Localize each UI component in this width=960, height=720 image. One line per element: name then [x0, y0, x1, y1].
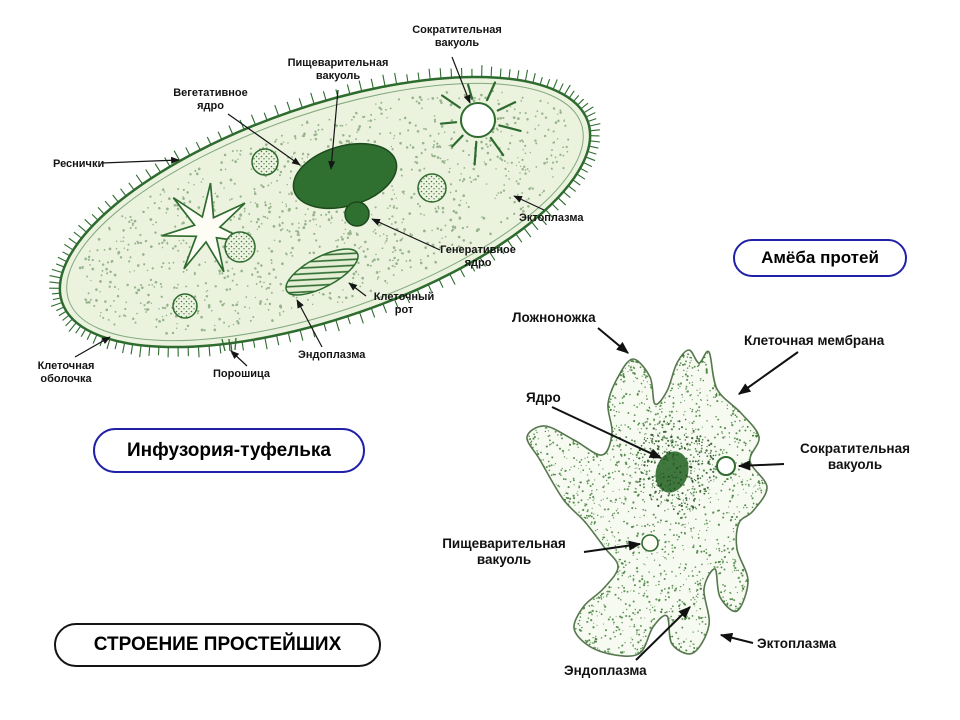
paramecium-body [58, 75, 592, 349]
arrow-cell-membrane [737, 351, 799, 395]
slide-title-badge: СТРОЕНИЕ ПРОСТЕЙШИХ [54, 623, 381, 667]
food-vacuole [172, 293, 198, 319]
arrow-endoplasm [296, 299, 323, 348]
amoeba-name-badge: Амёба протей [733, 239, 907, 277]
digestive-vacuole-shape [417, 173, 447, 203]
label-amoeba-nucleus: Ядро [526, 390, 561, 405]
food-vacuole [251, 148, 279, 176]
arrow-amoeba-endoplasm [635, 606, 691, 661]
arrow-digestive-vacuole [328, 89, 339, 170]
amoeba-illustration [526, 327, 799, 661]
contractile-vacuole-star [161, 182, 252, 273]
amoeba-arrows [551, 327, 799, 661]
label-cell-mouth: Клеточный рот [373, 291, 435, 316]
arrow-amoeba-ectoplasm [719, 632, 754, 644]
label-amoeba-endoplasm: Эндоплазма [564, 663, 647, 678]
paramecium-name-badge: Инфузория-туфелька [93, 428, 365, 473]
label-cell-wall: Клеточная оболочка [37, 360, 95, 385]
label-pseudopod: Ложноножка [512, 310, 596, 325]
label-vegetative-nucleus: Вегетативное ядро [173, 87, 248, 112]
contractile-vacuole-circle [460, 102, 496, 138]
arrow-contractile-vacuole [451, 56, 471, 104]
arrow-cell-mouth [348, 282, 367, 297]
arrow-cytoproct [230, 350, 248, 367]
label-amoeba-ectoplasm: Эктоплазма [757, 636, 837, 651]
arrow-ectoplasm [513, 195, 545, 211]
arrow-vegetative-nucleus [227, 113, 301, 166]
arrow-cell-wall [74, 336, 111, 358]
paramecium-illustration [49, 56, 601, 367]
label-amoeba-cell-membrane: Клеточная мембрана [744, 333, 885, 348]
oral-groove [285, 248, 359, 296]
food-vacuole [224, 231, 256, 263]
label-endoplasm: Эндоплазма [298, 349, 366, 361]
arrow-pseudopod [597, 327, 629, 354]
arrow-cilia [101, 156, 180, 164]
label-cytoproct: Порошица [213, 368, 271, 380]
amoeba-contractile-vacuole [716, 456, 736, 476]
micronucleus [344, 201, 370, 227]
amoeba-digestive-vacuole [641, 534, 659, 552]
arrow-nucleus [551, 406, 663, 459]
arrow-amoeba-digestive-vacuole [583, 540, 642, 553]
arrow-generative-nucleus [371, 218, 441, 251]
label-digestive-vacuole: Пищеварительная вакуоль [287, 57, 389, 82]
label-amoeba-contractile-vacuole: Сократительная вакуоль [800, 441, 910, 473]
cilia-hairs [49, 65, 601, 358]
label-generative-nucleus: Генеративное ядро [440, 244, 516, 269]
radiating-canals [439, 81, 522, 166]
paramecium-arrows [74, 56, 545, 367]
cytoproct-pore [221, 337, 237, 352]
paramecium-inner-membrane [66, 82, 584, 342]
amoeba-nucleus [655, 451, 689, 493]
label-contractile-vacuole: Сократительная вакуоль [412, 24, 502, 49]
label-amoeba-digestive-vacuole: Пищеварительная вакуоль [442, 536, 566, 568]
amoeba-dense-stipple [636, 418, 717, 515]
label-cilia: Реснички [53, 158, 105, 170]
label-ectoplasm: Эктоплазма [519, 212, 584, 224]
arrow-amoeba-contractile-vacuole [737, 460, 785, 471]
